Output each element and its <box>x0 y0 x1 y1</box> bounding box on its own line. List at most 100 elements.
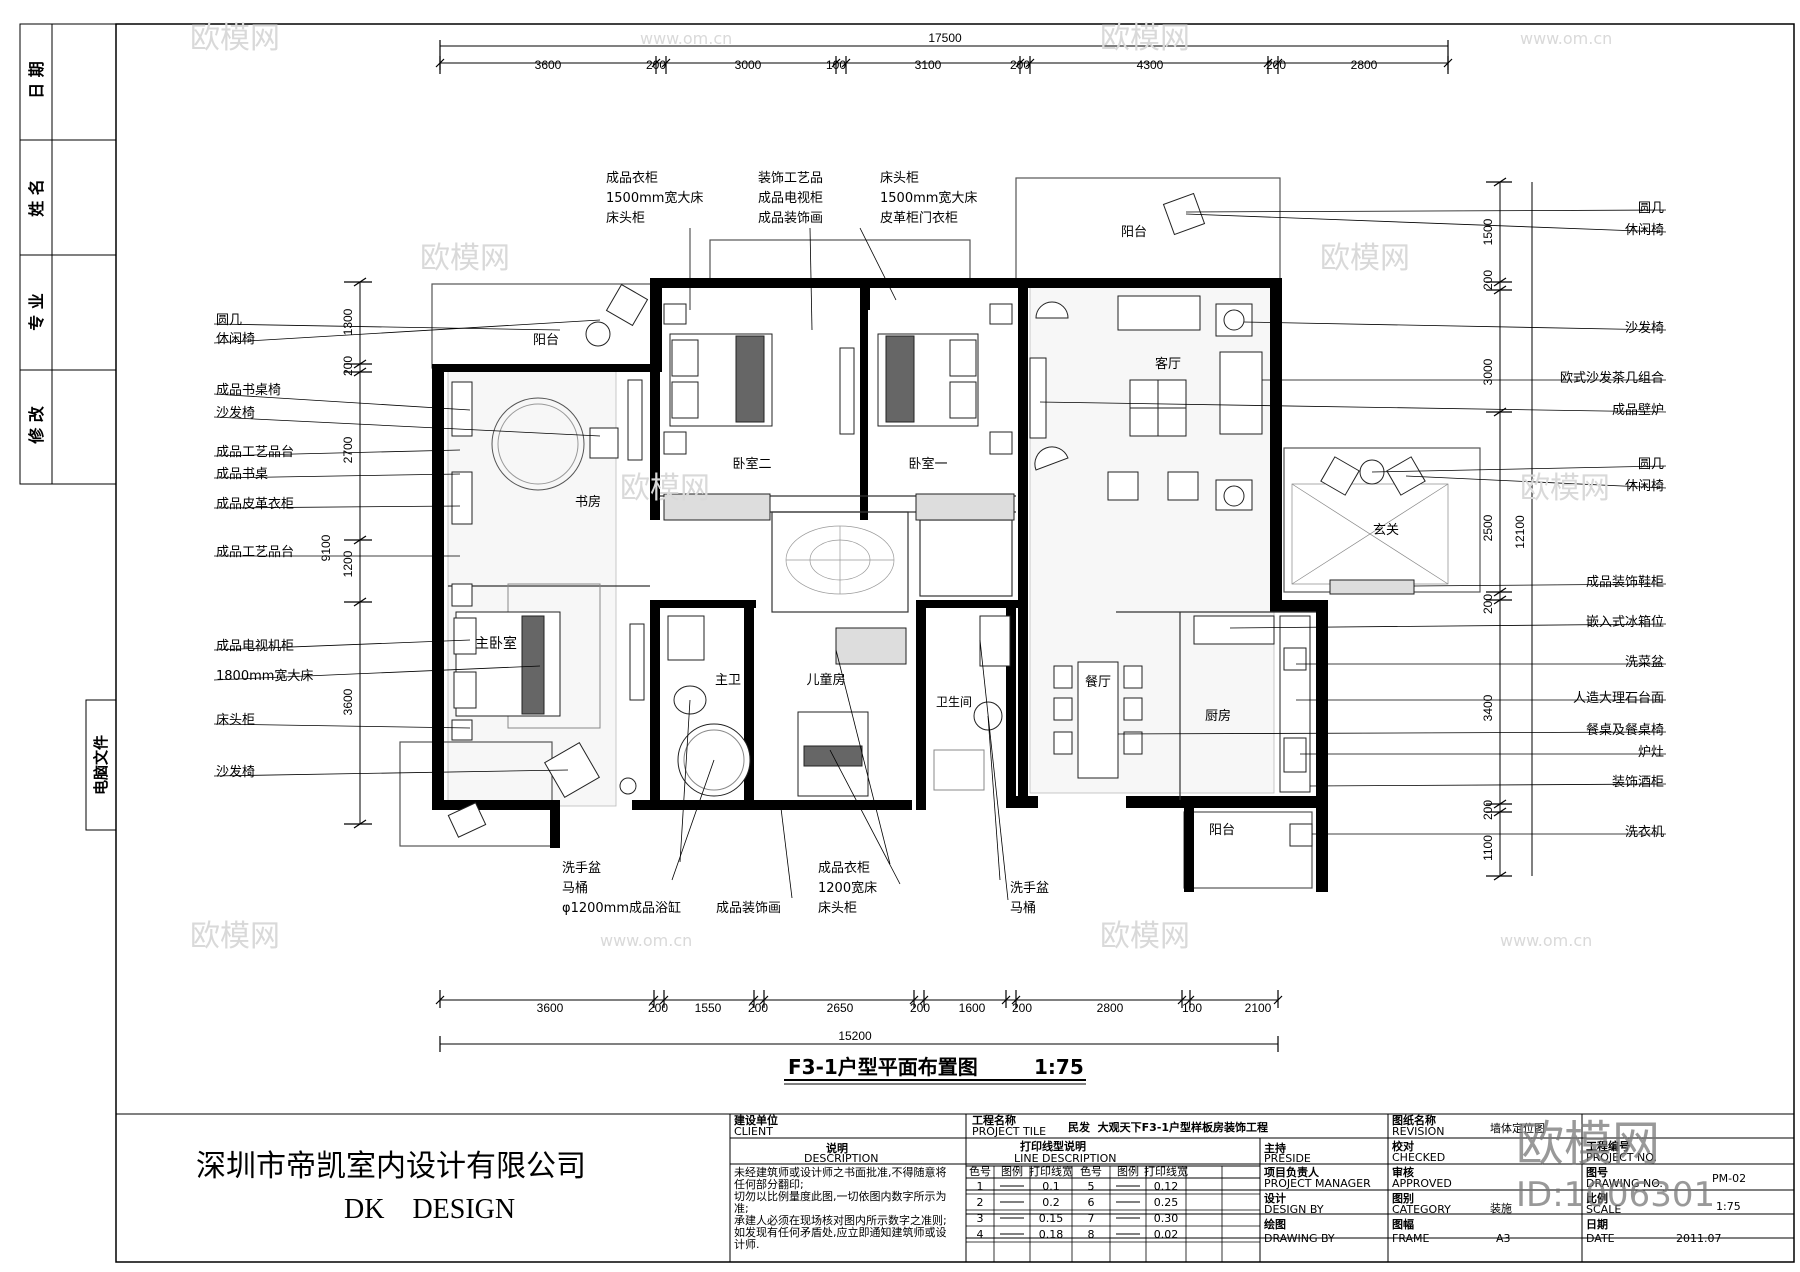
project-cn: 工程名称 <box>972 1113 1016 1127</box>
label-stove: 炉灶 <box>1638 745 1664 760</box>
design-cn: 设计 <box>1264 1191 1286 1205</box>
dimension-ticks <box>344 40 1512 1052</box>
table-header: 打印线宽 <box>1144 1164 1188 1178</box>
corner-watermark-id: ID:1006301 <box>1516 1175 1715 1215</box>
leader-line <box>213 723 471 729</box>
watermark-7: 欧模网 <box>190 919 280 954</box>
watermark-4: 欧模网 <box>1320 241 1410 276</box>
checked-cn: 校对 <box>1392 1139 1414 1153</box>
table-header: 图例 <box>1117 1164 1139 1178</box>
top-dim-7: 4300 <box>1137 58 1164 72</box>
watermark-1: 欧模网 <box>190 21 280 56</box>
label-bot-bed-1200: 1200宽床 <box>818 880 877 896</box>
corner-watermark: 欧模网 ID:1006301 <box>1516 1116 1715 1215</box>
watermark-8: 欧模网 <box>1100 919 1190 954</box>
left-dim-5: 3600 <box>341 688 355 715</box>
leader-line <box>213 319 601 344</box>
approved-cn: 审核 <box>1392 1165 1414 1179</box>
top-dim-8: 200 <box>1266 58 1286 72</box>
leader-line <box>1117 731 1667 735</box>
room-balcony-top: 阳台 <box>1121 225 1147 240</box>
approved-en: APPROVED <box>1392 1177 1452 1190</box>
label-nightstand-master: 床头柜 <box>216 713 255 728</box>
leader-line <box>1229 623 1667 629</box>
label-bed-1800: 1800mm宽大床 <box>216 668 313 684</box>
bottom-dim-2: 200 <box>648 1001 668 1015</box>
top-dim-5: 3100 <box>915 58 942 72</box>
label-shoe-cabinet: 成品装饰鞋柜 <box>1586 574 1664 590</box>
room-balcony-left: 阳台 <box>533 333 559 348</box>
project-name: 民发 大观天下F3-1户型样板房装饰工程 <box>1068 1120 1268 1134</box>
label-wine-cabinet: 装饰酒柜 <box>1612 775 1664 790</box>
leader-line <box>1185 209 1667 213</box>
right-labels: 圆几 休闲椅 沙发椅 欧式沙发茶几组合 成品壁炉 圆几 休闲椅 成品装饰鞋柜 嵌… <box>1560 201 1664 840</box>
bottom-dim-8: 200 <box>1012 1001 1032 1015</box>
desc-line-7: 计师. <box>734 1238 760 1251</box>
label-top-craft: 装饰工艺品 <box>758 171 823 186</box>
watermark-6: 欧模网 <box>1520 471 1610 506</box>
client-en: CLIENT <box>734 1125 773 1138</box>
drawing-title-text: F3-1户型平面布置图 <box>788 1055 978 1079</box>
leader-line <box>1405 475 1667 489</box>
bottom-dim-7: 1600 <box>959 1001 986 1015</box>
revision-label-specialty: 专 业 <box>27 293 46 331</box>
leader-line <box>671 759 715 881</box>
bottom-dim-9: 2800 <box>1097 1001 1124 1015</box>
label-bot-toilet-b: 马桶 <box>1010 901 1036 916</box>
drawing-cn: 绘图 <box>1264 1217 1286 1231</box>
interior-walls <box>650 300 1020 810</box>
table-cell: 3 <box>977 1212 984 1225</box>
table-header: 色号 <box>1080 1164 1102 1178</box>
leader-line <box>1413 583 1667 587</box>
leader-line <box>809 227 813 331</box>
left-dim-2: 200 <box>341 356 355 376</box>
leader-line <box>213 639 471 651</box>
preside-cn: 主持 <box>1264 1141 1286 1155</box>
table-cell: 0.25 <box>1154 1196 1179 1209</box>
label-round-table-right-1: 圆几 <box>1638 201 1664 216</box>
leader-line <box>213 393 471 411</box>
room-partitions <box>448 495 1316 800</box>
scale-cn: 比例 <box>1586 1191 1608 1205</box>
leader-line <box>213 505 461 509</box>
table-cell: 0.2 <box>1042 1196 1060 1209</box>
table-cell: 1 <box>977 1180 984 1193</box>
label-bot-painting: 成品装饰画 <box>716 901 781 916</box>
right-dim-8: 1100 <box>1481 835 1495 861</box>
desc-line-6: 如发现有任何矛盾处,应立即通知建筑师或设 <box>734 1225 947 1239</box>
left-dim-total: 9100 <box>319 534 333 561</box>
room-master: 主卧室 <box>475 635 517 652</box>
label-fireplace: 成品壁炉 <box>1612 403 1664 418</box>
frame-cn: 图幅 <box>1392 1217 1414 1231</box>
watermark-2: 欧模网 <box>1100 21 1190 56</box>
client-cn: 建设单位 <box>734 1113 778 1127</box>
category-val: 装施 <box>1490 1202 1512 1215</box>
table-cell: 8 <box>1088 1228 1095 1241</box>
leader-line <box>213 449 461 457</box>
table-cell: 2 <box>977 1196 984 1209</box>
computer-file-label: 电脑文件 <box>92 735 110 795</box>
drawno-val: PM-02 <box>1712 1172 1746 1185</box>
room-foyer: 玄关 <box>1373 523 1399 538</box>
label-lounge-chair-left: 休闲椅 <box>216 332 255 347</box>
label-craft-stand-1: 成品工艺品台 <box>216 445 294 460</box>
leader-line <box>835 649 891 865</box>
date-cn: 日期 <box>1586 1217 1608 1231</box>
top-dim-3: 3000 <box>735 58 762 72</box>
dimension-lines <box>359 45 1533 1045</box>
top-labels: 成品衣柜 1500mm宽大床 床头柜 装饰工艺品 成品电视柜 成品装饰画 床头柜… <box>606 170 977 226</box>
bottom-dim-6: 200 <box>910 1001 930 1015</box>
bottom-total-dim: 15200 <box>838 1029 872 1043</box>
leader-line <box>1185 213 1667 233</box>
bottom-dim-5: 2650 <box>827 1001 854 1015</box>
label-top-bed-1500-b: 1500mm宽大床 <box>880 190 977 206</box>
label-dining-set: 餐桌及餐桌椅 <box>1586 722 1664 738</box>
project-en: PROJECT TILE <box>972 1125 1046 1138</box>
table-header: 图例 <box>1001 1164 1023 1178</box>
label-leather-wardrobe: 成品皮革衣柜 <box>216 496 294 512</box>
top-dim-2: 200 <box>646 58 666 72</box>
top-dim-6: 200 <box>1010 58 1030 72</box>
right-dim-7: 200 <box>1481 800 1495 820</box>
revision-en: REVISION <box>1392 1125 1444 1138</box>
